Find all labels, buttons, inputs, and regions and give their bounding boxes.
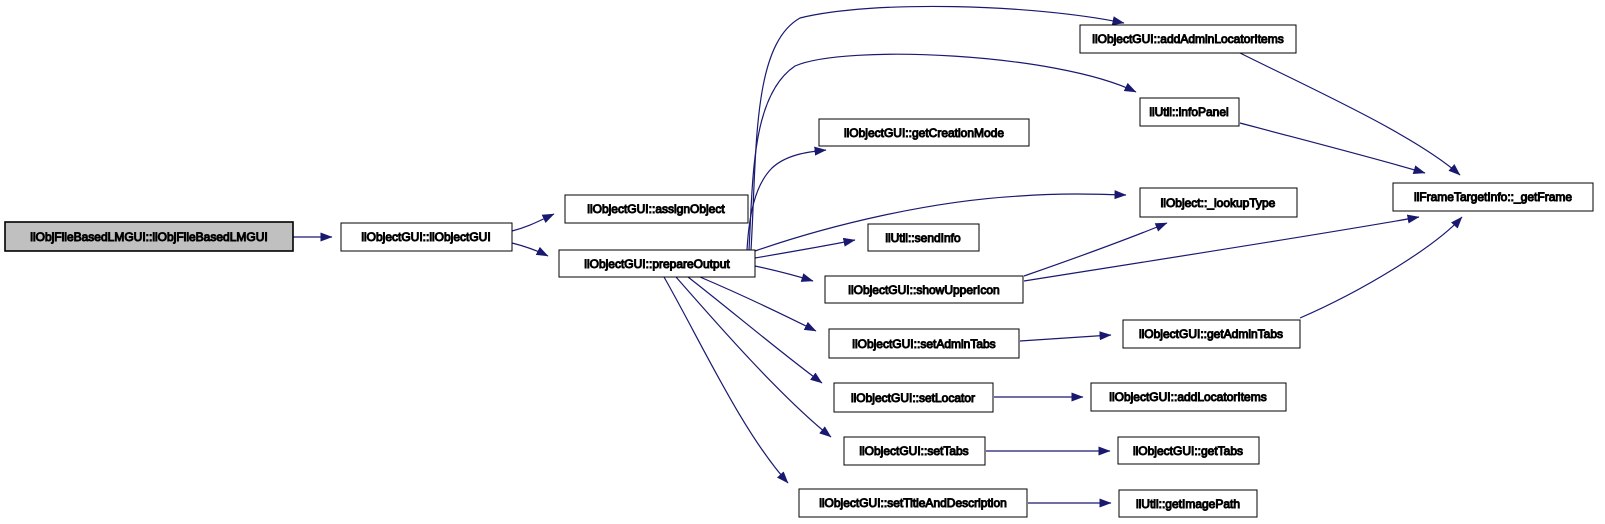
node-label: ilObjectGUI::assignObject	[587, 202, 725, 216]
edge-setadmintabs-to-getadmintabs	[1019, 331, 1112, 342]
edges-layer	[293, 5, 1463, 508]
node-label: ilUtil::getImagePath	[1136, 497, 1240, 511]
node-box-settabs[interactable]	[843, 436, 986, 466]
node-prepareoutput[interactable]: ilObjectGUI::prepareOutput	[558, 249, 756, 278]
edge-ctor-to-assignobject	[511, 213, 555, 232]
edge-prepareoutput-to-lookuptype	[754, 190, 1127, 252]
node-label: ilObjFileBasedLMGUI::ilObjFileBasedLMGUI	[30, 230, 267, 244]
node-label: ilObjectGUI::addLocatorItems	[1109, 390, 1266, 404]
node-label: ilUtil::sendInfo	[885, 231, 961, 245]
node-box-infopanel[interactable]	[1139, 97, 1240, 127]
node-ilobjectgui-ctor[interactable]: ilObjectGUI::ilObjectGUI	[340, 222, 513, 252]
node-addadminlocatoritems[interactable]: ilObjectGUI::addAdminLocatorItems	[1079, 24, 1297, 54]
node-showuppericon[interactable]: ilObjectGUI::showUpperIcon	[824, 275, 1024, 304]
node-label: ilFrameTargetInfo::_getFrame	[1414, 190, 1572, 204]
node-box-addadminlocatoritems[interactable]	[1079, 24, 1297, 54]
node-getimagepath[interactable]: ilUtil::getImagePath	[1118, 489, 1258, 518]
edge-prepareoutput-to-settabs	[675, 276, 832, 438]
edge-addadminlocatoritems-to-getframe	[1239, 52, 1461, 176]
nodes-layer: ilObjFileBasedLMGUI::ilObjFileBasedLMGUI…	[4, 24, 1594, 518]
node-getcreationmode[interactable]: ilObjectGUI::getCreationMode	[818, 118, 1030, 147]
node-label: ilObjectGUI::setAdminTabs	[852, 337, 995, 351]
node-box-prepareoutput[interactable]	[558, 249, 756, 278]
edge-prepareoutput-to-getcreationmode	[746, 146, 827, 251]
edge-ctor-to-prepareoutput	[511, 242, 549, 257]
node-box-ilobjectgui-ctor[interactable]	[340, 222, 513, 252]
node-infopanel[interactable]: ilUtil::infoPanel	[1139, 97, 1240, 127]
node-label: ilObjectGUI::getAdminTabs	[1139, 327, 1283, 341]
edge-prepareoutput-to-infopanel	[748, 53, 1137, 251]
node-label: ilObjectGUI::setTabs	[859, 444, 968, 458]
edge-prepareoutput-to-sendinfo	[754, 237, 856, 259]
node-box-sendinfo[interactable]	[867, 223, 980, 252]
node-lookuptype[interactable]: ilObject::_lookupType	[1139, 187, 1298, 218]
node-box-ilobjfilebasedlmgui-ctor[interactable]	[4, 221, 294, 252]
node-getadmintabs[interactable]: ilObjectGUI::getAdminTabs	[1122, 319, 1301, 349]
node-assignobject[interactable]: ilObjectGUI::assignObject	[564, 194, 749, 224]
node-label: ilObjectGUI::ilObjectGUI	[361, 230, 490, 244]
node-label: ilObjectGUI::getCreationMode	[844, 126, 1004, 140]
edge-getadmintabs-to-getframe	[1299, 216, 1463, 319]
node-settitleanddescription[interactable]: ilObjectGUI::setTitleAndDescription	[798, 488, 1028, 518]
edge-infopanel-to-getframe	[1239, 122, 1426, 174]
node-label: ilUtil::infoPanel	[1149, 105, 1228, 119]
node-addlocatoritems[interactable]: ilObjectGUI::addLocatorItems	[1090, 382, 1287, 412]
edge-showuppericon-to-getframe	[1023, 214, 1420, 282]
node-box-showuppericon[interactable]	[824, 275, 1024, 304]
node-label: ilObjectGUI::setLocator	[851, 391, 975, 405]
node-getframe[interactable]: ilFrameTargetInfo::_getFrame	[1392, 182, 1594, 212]
node-box-addlocatoritems[interactable]	[1090, 382, 1287, 412]
node-setlocator[interactable]: ilObjectGUI::setLocator	[833, 382, 994, 413]
node-label: ilObjectGUI::prepareOutput	[584, 257, 730, 271]
node-ilobjfilebasedlmgui-ctor[interactable]: ilObjFileBasedLMGUI::ilObjFileBasedLMGUI	[4, 221, 294, 252]
node-label: ilObjectGUI::addAdminLocatorItems	[1092, 32, 1283, 46]
node-box-getadmintabs[interactable]	[1122, 319, 1301, 349]
node-box-lookuptype[interactable]	[1139, 187, 1298, 218]
node-label: ilObjectGUI::getTabs	[1133, 444, 1243, 458]
node-gettabs[interactable]: ilObjectGUI::getTabs	[1117, 436, 1260, 465]
node-box-getimagepath[interactable]	[1118, 489, 1258, 518]
edge-prepareoutput-to-settitleanddescription	[663, 276, 789, 484]
node-settabs[interactable]: ilObjectGUI::setTabs	[843, 436, 986, 466]
edge-prepareoutput-to-setadmintabs	[699, 276, 817, 332]
edge-prepareoutput-to-setlocator	[687, 276, 823, 384]
node-box-assignobject[interactable]	[564, 194, 749, 224]
node-setadmintabs[interactable]: ilObjectGUI::setAdminTabs	[828, 328, 1020, 359]
node-box-getcreationmode[interactable]	[818, 118, 1030, 147]
node-box-getframe[interactable]	[1392, 182, 1594, 212]
node-label: ilObjectGUI::setTitleAndDescription	[819, 496, 1007, 510]
node-box-gettabs[interactable]	[1117, 436, 1260, 465]
node-box-settitleanddescription[interactable]	[798, 488, 1028, 518]
edge-prepareoutput-to-showuppericon	[754, 265, 814, 282]
edge-showuppericon-to-lookuptype	[1023, 222, 1168, 277]
node-sendinfo[interactable]: ilUtil::sendInfo	[867, 223, 980, 252]
node-box-setadmintabs[interactable]	[828, 328, 1020, 359]
node-label: ilObjectGUI::showUpperIcon	[848, 283, 999, 297]
node-label: ilObject::_lookupType	[1161, 196, 1276, 210]
node-box-setlocator[interactable]	[833, 382, 994, 413]
